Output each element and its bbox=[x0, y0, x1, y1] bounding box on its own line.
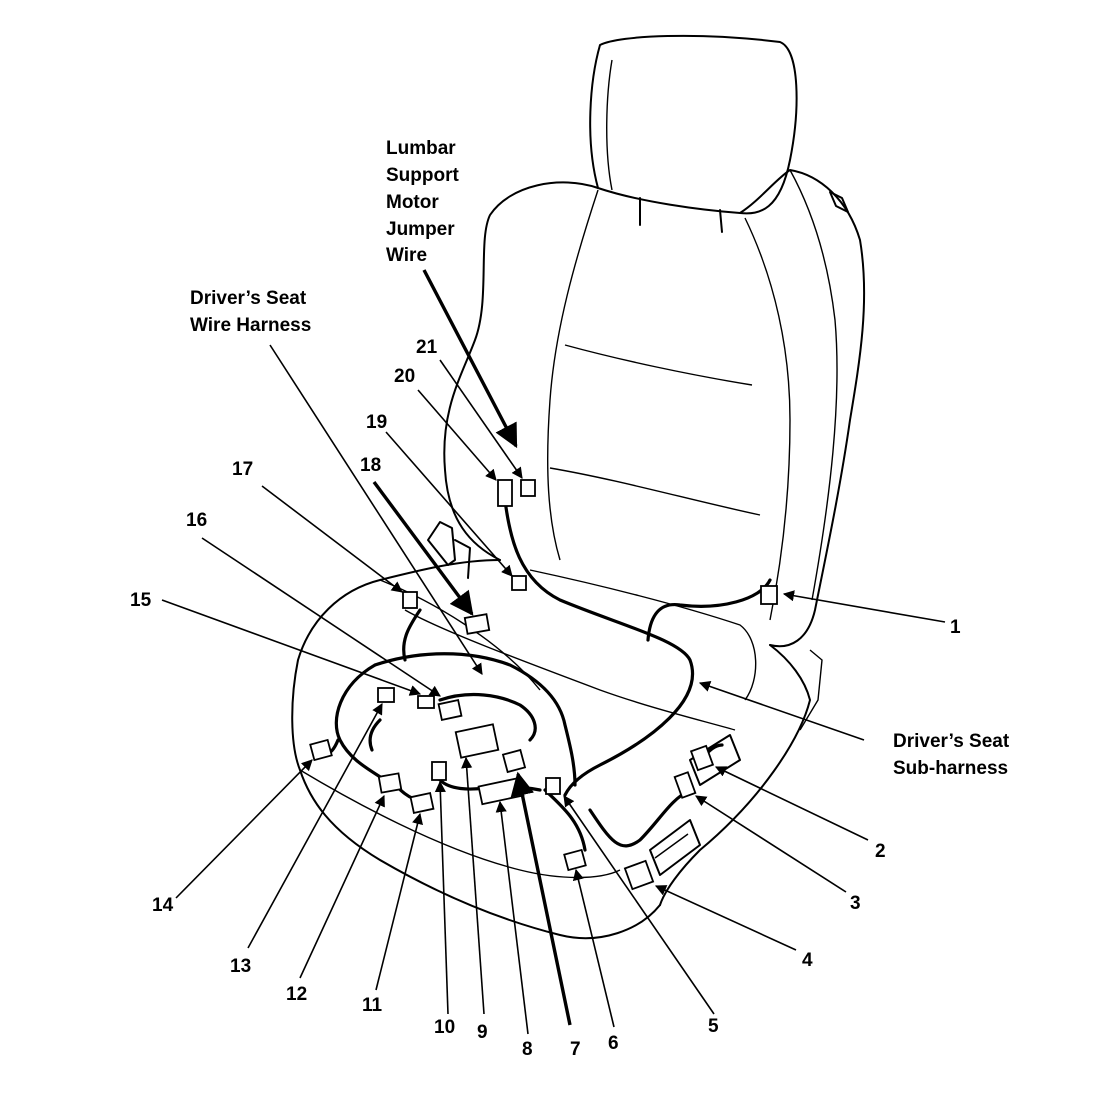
headrest-outline bbox=[589, 34, 798, 215]
switch-panel bbox=[649, 819, 701, 876]
callout-4: 4 bbox=[802, 950, 813, 971]
connector-5 bbox=[545, 777, 561, 795]
callout-14: 14 bbox=[152, 895, 174, 916]
connector-19 bbox=[511, 575, 527, 591]
connector-1 bbox=[760, 585, 778, 605]
callout-13: 13 bbox=[230, 956, 251, 977]
lumbar-label-line-2: Support bbox=[386, 165, 459, 186]
seat-drawing bbox=[291, 34, 866, 940]
leader-lines bbox=[161, 269, 946, 1035]
connector-15 bbox=[417, 695, 435, 709]
connector-2 bbox=[689, 744, 715, 772]
callout-20: 20 bbox=[394, 366, 415, 387]
subharness-label-line-1: Driver’s Seat bbox=[893, 731, 1010, 752]
callout-17: 17 bbox=[232, 459, 253, 480]
callout-8: 8 bbox=[522, 1039, 533, 1060]
callout-numbers: 1 2 3 4 5 6 7 8 9 10 11 12 13 14 15 16 1… bbox=[130, 337, 961, 1060]
harness-label: Driver’s Seat Wire Harness bbox=[190, 288, 311, 336]
callout-6: 6 bbox=[608, 1033, 619, 1054]
seat-back-outline bbox=[443, 169, 866, 648]
connector-14 bbox=[309, 738, 333, 762]
callout-11: 11 bbox=[362, 995, 383, 1016]
connector-9 bbox=[454, 723, 500, 759]
lumbar-label-line-3: Motor bbox=[386, 192, 439, 213]
connectors bbox=[309, 479, 778, 891]
seat-cushion-outline bbox=[291, 559, 661, 940]
callout-19: 19 bbox=[366, 412, 387, 433]
callout-2: 2 bbox=[875, 841, 886, 862]
harness-label-line-2: Wire Harness bbox=[190, 315, 311, 336]
connector-11 bbox=[409, 792, 435, 814]
connector-16 bbox=[437, 699, 463, 721]
callout-21: 21 bbox=[416, 337, 438, 358]
subharness-label: Driver’s Seat Sub-harness bbox=[893, 731, 1010, 779]
callout-1: 1 bbox=[950, 617, 961, 638]
callout-18: 18 bbox=[360, 455, 381, 476]
connector-12 bbox=[377, 772, 403, 794]
connector-8 bbox=[477, 776, 525, 806]
lumbar-label-line-1: Lumbar bbox=[386, 138, 456, 159]
callout-16: 16 bbox=[186, 510, 207, 531]
connector-13 bbox=[377, 687, 395, 703]
connector-21 bbox=[520, 479, 536, 497]
lumbar-label-line-4: Jumper bbox=[386, 219, 455, 240]
callout-9: 9 bbox=[477, 1022, 488, 1043]
callout-12: 12 bbox=[286, 984, 307, 1005]
harness-label-line-1: Driver’s Seat bbox=[190, 288, 307, 309]
connector-4 bbox=[623, 859, 655, 891]
connector-6 bbox=[563, 848, 587, 872]
connector-3 bbox=[673, 771, 697, 799]
callout-7: 7 bbox=[570, 1039, 581, 1060]
connector-18 bbox=[463, 613, 491, 635]
lumbar-label: Lumbar Support Motor Jumper Wire bbox=[386, 138, 459, 266]
lumbar-label-line-5: Wire bbox=[386, 245, 427, 266]
connector-20 bbox=[497, 479, 513, 507]
connector-17 bbox=[402, 591, 418, 609]
callout-10: 10 bbox=[434, 1017, 455, 1038]
connector-7 bbox=[501, 748, 527, 774]
subharness-label-line-2: Sub-harness bbox=[893, 758, 1008, 779]
callout-3: 3 bbox=[850, 893, 861, 914]
harness-wires bbox=[316, 498, 772, 852]
callout-15: 15 bbox=[130, 590, 152, 611]
callout-5: 5 bbox=[708, 1016, 719, 1037]
connector-10 bbox=[431, 761, 447, 781]
seat-back-panel bbox=[546, 189, 791, 621]
